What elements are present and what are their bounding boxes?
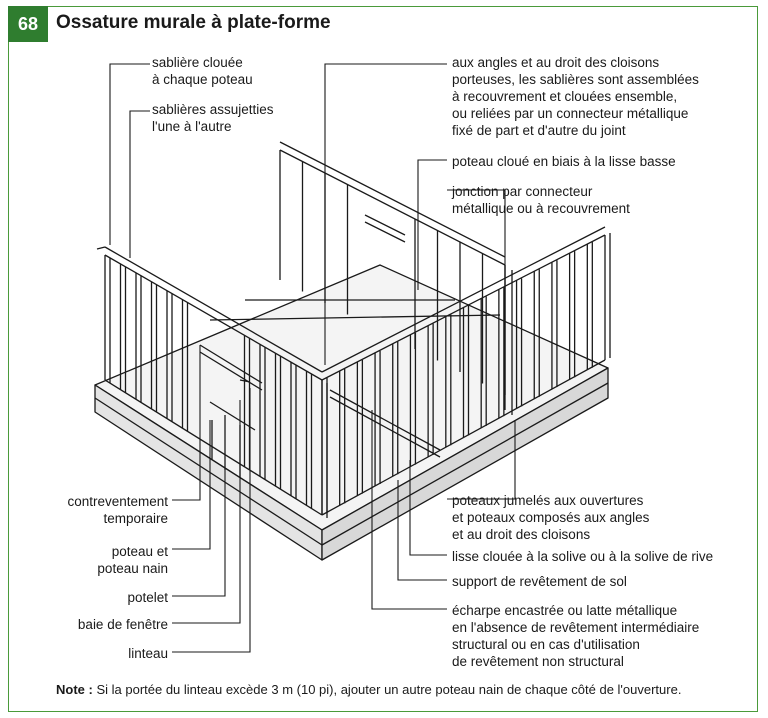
header-back [364, 214, 406, 236]
top-plate-left-end [96, 246, 106, 250]
leader-line-1 [129, 110, 150, 258]
label-sole-plate: lisse clouée à la solive ou à la solive … [452, 549, 714, 564]
rim-joist-line-right [321, 382, 609, 546]
leader-line-3 [417, 159, 447, 290]
top-plate-right-upper [321, 226, 606, 373]
label-window-opening: baie de fenêtre [77, 617, 168, 632]
leader-line-8 [172, 400, 241, 624]
leader-line-0 [109, 63, 150, 245]
figure-frame [8, 6, 758, 712]
label-header: linteau [128, 646, 168, 661]
note-text: Si la portée du linteau excède 3 m (10 p… [92, 682, 682, 697]
top-plate-back [279, 149, 506, 266]
figure-number: 68 [8, 6, 48, 42]
header-left [199, 344, 263, 384]
leader-line-9 [172, 388, 251, 653]
leader-lines [109, 63, 516, 653]
temporary-brace-top [239, 379, 251, 383]
top-plate-left [104, 254, 323, 381]
note: Note : Si la portée du linteau excède 3 … [56, 682, 681, 697]
leader-line-10 [447, 420, 516, 500]
let-in-brace-edge [329, 396, 441, 458]
leader-line-5 [172, 345, 201, 501]
leader-line-2 [324, 63, 447, 365]
header-back-lower [364, 221, 406, 243]
leader-line-13 [371, 410, 447, 610]
framing-lines [94, 141, 611, 561]
sole-plate-left [104, 379, 323, 516]
label-cripple: potelet [127, 590, 168, 605]
top-plate-left-upper [104, 246, 323, 373]
subfloor-seam-1 [209, 314, 501, 321]
figure-title: Ossature murale à plate-forme [56, 12, 331, 33]
rim-joist-line-left [94, 397, 323, 546]
label-subfloor: support de revêtement de sol [452, 574, 627, 589]
leader-line-11 [409, 460, 447, 556]
leader-line-4 [447, 189, 506, 265]
let-in-brace [329, 389, 441, 451]
top-plate-back-upper [279, 141, 506, 258]
leader-line-12 [397, 480, 447, 581]
label-stud-toe-nailed: poteau cloué en biais à la lisse basse [452, 154, 676, 169]
header-left-lower [199, 351, 263, 391]
note-prefix: Note : [56, 682, 93, 697]
leader-line-7 [172, 470, 226, 597]
leader-line-6 [172, 420, 211, 550]
window-sill [209, 401, 256, 431]
